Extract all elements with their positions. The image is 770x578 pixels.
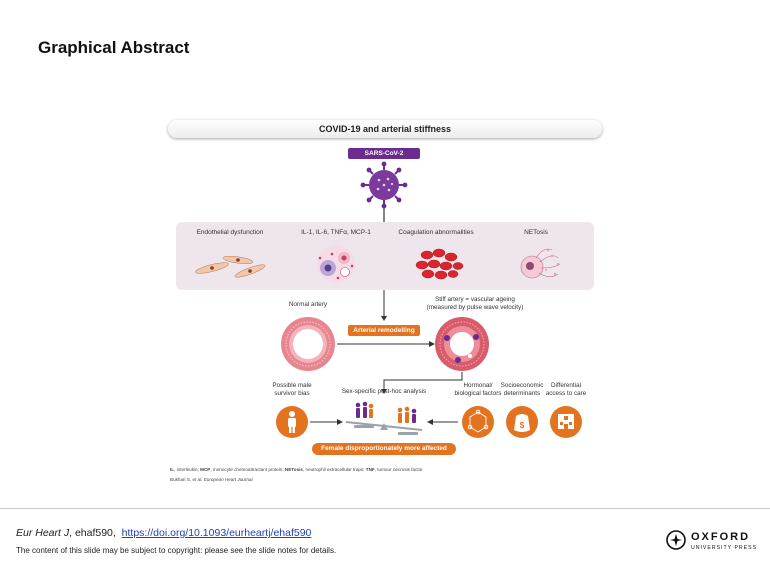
- citation: Eur Heart J, ehaf590, https://doi.org/10…: [16, 527, 311, 539]
- graphical-abstract-figure: COVID-19 and arterial stiffness SARS-CoV…: [160, 112, 610, 497]
- publisher-name: OXFORD: [691, 531, 751, 543]
- citation-article: , ehaf590,: [69, 527, 116, 539]
- netosis-icon: [520, 248, 561, 279]
- figure-footnote-author: Bukhari S, et al. European Heart Journal…: [170, 477, 254, 482]
- citation-journal: Eur Heart J: [16, 527, 70, 539]
- virus-label: SARS-CoV-2: [348, 148, 420, 159]
- cytokine-cells-icon: [317, 245, 355, 283]
- scale-icon: [345, 401, 423, 435]
- virus-icon: [360, 161, 408, 209]
- doi-link[interactable]: https://doi.org/10.1093/eurheartj/ehaf59…: [121, 527, 312, 539]
- publisher-logo: OXFORD UNIVERSITY PRESS: [666, 528, 766, 554]
- figure-title: COVID-19 and arterial stiffness: [168, 120, 602, 138]
- stiff-artery-icon: [435, 317, 489, 371]
- red-blood-cells-icon: [415, 248, 464, 280]
- diagram-graphics: $: [176, 161, 594, 438]
- effect-label-endothelial: Endothelial dysfunction: [196, 229, 264, 236]
- normal-artery-label: Normal artery: [288, 301, 328, 308]
- money-bag-icon: $: [506, 406, 538, 438]
- survivor-bias-label: Possible male survivor bias: [272, 382, 312, 397]
- svg-text:$: $: [520, 421, 525, 430]
- oxford-crest-icon: [666, 530, 686, 550]
- dna-icon: [462, 406, 494, 438]
- factor-label-access: Differential access to care: [545, 382, 587, 397]
- factor-label-socioeconomic: Socioeconomic determinants: [500, 382, 544, 397]
- remodelling-label: Arterial remodelling: [348, 325, 420, 336]
- slide-title: Graphical Abstract: [38, 38, 190, 57]
- effect-label-cytokines: IL-1, IL-6, TNFα, MCP-1: [301, 229, 371, 236]
- copyright-notice: The content of this slide may be subject…: [16, 546, 337, 555]
- effect-label-coagulation: Coagulation abnormalities: [398, 229, 474, 236]
- endothelial-cells-icon: [195, 255, 266, 278]
- analysis-label: Sex-specific post-hoc analysis: [341, 388, 427, 395]
- stiff-artery-label: Stiff artery = vascular ageing: [435, 296, 515, 303]
- effect-label-netosis: NETosis: [524, 229, 548, 236]
- figure-footnote-abbreviations: IL, interleukin; MCP, monocyte chemoattr…: [170, 467, 423, 472]
- hospital-icon: [550, 406, 582, 438]
- footer-divider: [0, 508, 770, 509]
- publisher-press: UNIVERSITY PRESS: [691, 545, 758, 551]
- artery-icon: [281, 317, 335, 371]
- factor-label-hormonal: Hormonal/ biological factors: [454, 382, 502, 397]
- stiff-artery-sub: (measured by pulse wave velocity): [426, 304, 524, 311]
- person-icon: [276, 406, 308, 438]
- female-affected-label: Female disproportionately more affected: [312, 443, 456, 455]
